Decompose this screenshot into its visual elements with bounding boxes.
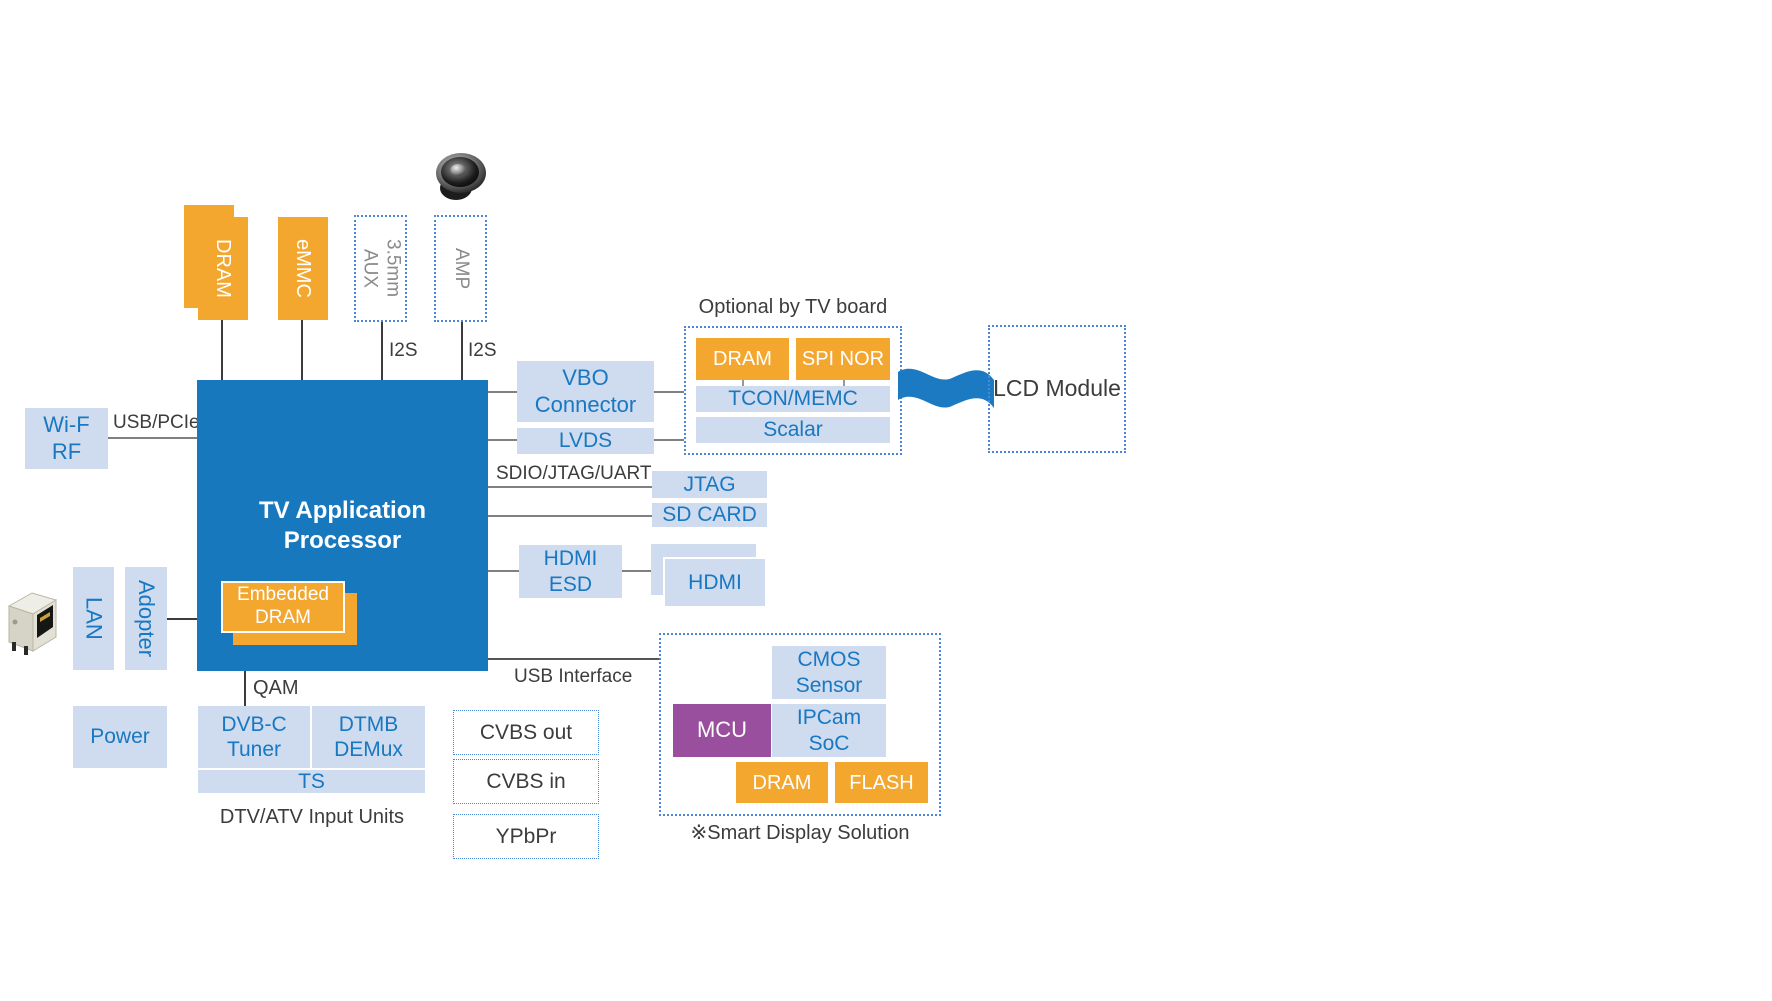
cvbs-out-box: CVBS out: [453, 710, 599, 755]
adopter-line: [167, 618, 197, 620]
speaker-icon: [431, 150, 489, 206]
smart-dram-box: DRAM: [736, 762, 828, 803]
hdmi-esd-line-left: [488, 570, 519, 572]
tcon-memc-box: TCON/MEMC: [696, 386, 890, 412]
smart-display-group-box: [659, 633, 941, 816]
jtag-box: JTAG: [652, 471, 767, 498]
lvds-line-right: [654, 439, 684, 441]
i2s-label-aux: I2S: [389, 340, 418, 361]
cmos-sensor-box: CMOS Sensor: [772, 646, 886, 699]
vbo-line-right: [654, 391, 684, 393]
tv-application-processor-box: TV Application Processor Embedded DRAM: [197, 380, 488, 671]
sd-card-line: [488, 515, 652, 517]
vbo-line-left: [488, 391, 517, 393]
lcd-module-box: LCD Module: [988, 325, 1126, 453]
usb-pcie-label: USB/PCIe: [113, 412, 200, 433]
vbo-connector-box: VBO Connector: [517, 361, 654, 422]
qam-line: [244, 671, 246, 706]
i2s-label-amp: I2S: [468, 340, 497, 361]
embedded-dram-box: Embedded DRAM: [221, 581, 345, 633]
sdio-jtag-uart-label: SDIO/JTAG/UART: [496, 463, 652, 484]
hdmi-esd-box: HDMI ESD: [519, 545, 622, 598]
usb-interface-line: [488, 658, 659, 660]
dram-connector-line: [221, 320, 223, 380]
sd-card-box: SD CARD: [652, 503, 767, 527]
aux-35mm-box: 3.5mm AUX: [354, 215, 407, 322]
ts-box: TS: [198, 770, 425, 793]
smart-flash-box: FLASH: [835, 762, 928, 803]
smart-display-caption: ※Smart Display Solution: [690, 822, 910, 844]
rj45-ethernet-jack-icon: [2, 585, 62, 657]
aux-i2s-line: [381, 322, 383, 380]
lvds-line-left: [488, 439, 517, 441]
scalar-box: Scalar: [696, 417, 890, 443]
amp-box: AMP: [434, 215, 487, 322]
adopter-box: Adopter: [125, 567, 167, 670]
emmc-connector-line: [301, 320, 303, 380]
dtmb-demux-box: DTMB DEMux: [312, 706, 425, 768]
spi-nor-box: SPI NOR: [796, 338, 890, 380]
lan-box: LAN: [73, 567, 114, 670]
optional-group-caption: Optional by TV board: [698, 296, 888, 318]
cvbs-in-box: CVBS in: [453, 759, 599, 804]
hdmi-esd-line-right: [622, 570, 651, 572]
usb-interface-label: USB Interface: [514, 666, 633, 687]
dvb-c-tuner-box: DVB-C Tuner: [198, 706, 310, 768]
ypbpr-box: YPbPr: [453, 814, 599, 859]
jtag-line: [488, 486, 652, 488]
processor-title: TV Application Processor: [258, 497, 427, 554]
dram-tcon-tick: [742, 380, 744, 386]
wifi-rf-box: Wi-F RF: [25, 408, 108, 469]
flex-cable-wave: [898, 356, 994, 418]
optional-dram-box: DRAM: [696, 338, 789, 380]
lvds-box: LVDS: [517, 428, 654, 454]
wifi-usb-line: [108, 437, 197, 439]
emmc-box: eMMC: [278, 217, 328, 320]
spinor-tcon-tick: [843, 380, 845, 386]
dtv-atv-caption: DTV/ATV Input Units: [219, 806, 405, 828]
amp-i2s-line: [461, 322, 463, 380]
qam-label: QAM: [253, 677, 299, 699]
ipcam-soc-box: IPCam SoC: [772, 704, 886, 757]
dram-box: DRAM: [198, 217, 248, 320]
hdmi-box: HDMI: [663, 557, 767, 608]
mcu-box: MCU: [673, 704, 771, 757]
power-box: Power: [73, 706, 167, 768]
